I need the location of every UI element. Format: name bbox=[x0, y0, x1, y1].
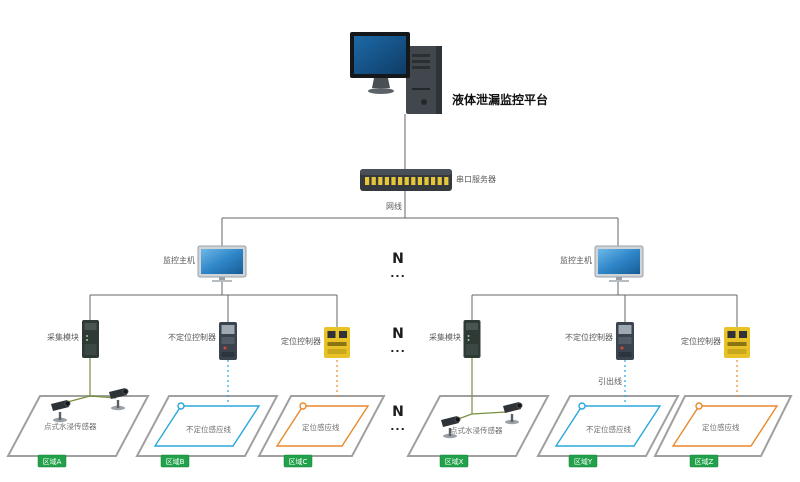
network-cable-label: 网线 bbox=[386, 201, 402, 211]
ellipsis-dots: ... bbox=[390, 267, 406, 280]
point-sensor-label-left: 点式水浸传感器 bbox=[44, 421, 97, 431]
zone-badge-label: 区域X bbox=[445, 457, 464, 466]
ellipsis-n: N bbox=[392, 404, 404, 420]
zone-badge bbox=[439, 454, 469, 468]
dotted-drop-lines bbox=[227, 360, 738, 402]
expansion-ellipsis: N ... N ... N ... bbox=[390, 251, 406, 433]
non-positioning-cable-loop-right bbox=[554, 405, 662, 447]
zone-badge-label: 区域Y bbox=[574, 457, 593, 466]
monitoring-host-icon-right bbox=[594, 245, 644, 282]
zone-badge-label: 区域Z bbox=[695, 457, 714, 466]
collector-module-icon-right bbox=[463, 320, 481, 358]
cable-start-marker bbox=[299, 402, 307, 410]
non-positioning-controller-icon-left bbox=[219, 322, 237, 360]
zone-z-area bbox=[653, 395, 793, 457]
serial-server-icon bbox=[360, 169, 452, 191]
non-positioning-controller-icon-right bbox=[616, 322, 634, 360]
zone-a-area bbox=[6, 395, 150, 457]
positioning-controller-label-right: 定位控制器 bbox=[681, 336, 721, 346]
positioning-controller-icon-left bbox=[324, 327, 350, 358]
zone-c-area bbox=[257, 395, 386, 457]
positioning-controller-icon-right bbox=[724, 327, 750, 358]
ellipsis-n: N bbox=[392, 326, 404, 342]
monitoring-host-label-left: 监控主机 bbox=[163, 255, 195, 265]
ellipsis-n: N bbox=[392, 251, 404, 267]
zone-badge bbox=[689, 454, 719, 468]
serial-server-label: 串口服务器 bbox=[456, 174, 496, 184]
collector-module-label-left: 采集模块 bbox=[47, 332, 79, 342]
zone-b-area bbox=[135, 395, 279, 457]
collector-module-icon-left bbox=[82, 320, 99, 358]
zone-badge bbox=[283, 454, 313, 468]
cable-start-marker bbox=[177, 402, 185, 410]
positioning-cable-loop-right bbox=[671, 405, 779, 447]
sensing-cable-loops bbox=[153, 402, 779, 447]
non-positioning-controller-label-right: 不定位控制器 bbox=[565, 332, 613, 342]
zone-badge-label: 区域C bbox=[289, 457, 308, 466]
ellipsis-dots: ... bbox=[390, 420, 406, 433]
zone-badge bbox=[37, 454, 67, 468]
non-positioning-cable-loop-left bbox=[153, 405, 261, 447]
platform-computer-icon bbox=[350, 32, 442, 114]
non-positioning-cable-label-right: 不定位感应线 bbox=[586, 424, 631, 434]
zone-badge-label: 区域A bbox=[43, 457, 62, 466]
positioning-cable-loop-left bbox=[275, 405, 370, 447]
cable-start-marker bbox=[695, 402, 703, 410]
ellipsis-dots: ... bbox=[390, 342, 406, 355]
positioning-cable-label-right: 定位感应线 bbox=[702, 422, 740, 432]
zone-badge bbox=[568, 454, 598, 468]
zone-badge bbox=[160, 454, 190, 468]
monitoring-host-label-right: 监控主机 bbox=[560, 255, 592, 265]
collector-module-label-right: 采集模块 bbox=[429, 332, 461, 342]
non-positioning-cable-label-left: 不定位感应线 bbox=[186, 424, 231, 434]
zone-tiles bbox=[6, 395, 793, 457]
positioning-cable-label-left: 定位感应线 bbox=[302, 422, 340, 432]
point-sensor-label-right: 点式水浸传感器 bbox=[450, 425, 503, 435]
cable-start-marker bbox=[578, 402, 586, 410]
positioning-controller-label-left: 定位控制器 bbox=[281, 336, 321, 346]
monitoring-host-icon-left bbox=[197, 245, 247, 282]
connector-lines bbox=[89, 114, 738, 327]
platform-title: 液体泄漏监控平台 bbox=[452, 92, 548, 107]
zone-badges: 区域A 区域B 区域C 区域X 区域Y 区域Z bbox=[37, 454, 719, 468]
zone-badge-label: 区域B bbox=[166, 457, 185, 466]
non-positioning-controller-label-left: 不定位控制器 bbox=[168, 332, 216, 342]
zone-y-area bbox=[536, 395, 680, 457]
lead-wire-label: 引出线 bbox=[598, 376, 622, 386]
